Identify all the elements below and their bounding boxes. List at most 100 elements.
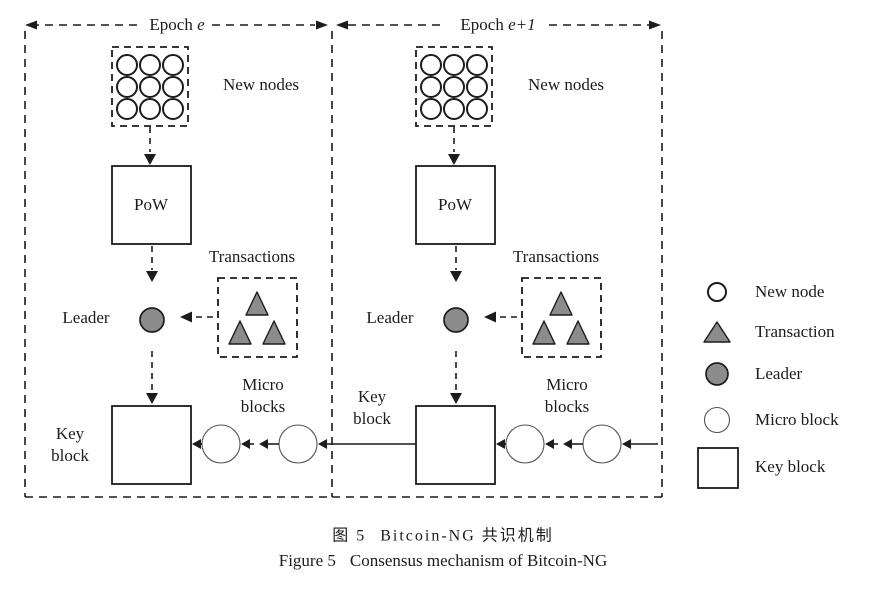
transactions-box-e [217, 277, 298, 358]
new-nodes-grid-e [116, 54, 184, 120]
micro-block-icon [278, 424, 318, 464]
new-node-icon [707, 282, 727, 302]
new-nodes-box-e1 [415, 46, 493, 127]
arrowhead-left-icon [622, 439, 631, 449]
transaction-icon [703, 321, 731, 343]
arrowhead-left-icon [496, 439, 505, 449]
pow-box-e1 [415, 165, 496, 245]
caption-en: Figure 5 Consensus mechanism of Bitcoin-N… [279, 550, 607, 572]
new-node-icon [162, 54, 184, 76]
caption-zh-text: Bitcoin-NG 共识机制 [380, 527, 554, 545]
epoch-borders [24, 31, 663, 498]
key-block-icon [697, 447, 739, 489]
new-node-icon [420, 54, 442, 76]
epoch-e1-label: Epoch e+1 [460, 14, 535, 36]
arrowhead-left-icon [545, 439, 554, 449]
caption-zh-prefix: 图 5 [332, 527, 367, 545]
new-node-icon [466, 76, 488, 98]
new-node-icon [466, 54, 488, 76]
new-node-icon [139, 54, 161, 76]
arrowhead-down-icon [146, 271, 158, 282]
leader-icon [705, 362, 729, 386]
caption-en-prefix: Figure 5 [278, 550, 336, 570]
chain-arrowheads-e1 [496, 439, 631, 449]
arrowhead-left-icon [241, 439, 250, 449]
transactions-e1 [532, 291, 590, 345]
new-node-icon [443, 98, 465, 120]
micro-block-icon [201, 424, 241, 464]
legend-label-new-node: New node [755, 281, 825, 301]
new-node-icon [420, 76, 442, 98]
arrowhead-down-icon [450, 393, 462, 404]
legend-label-transaction: Transaction [755, 321, 835, 341]
new-nodes-box-e [111, 46, 189, 127]
pow-label: PoW [134, 194, 168, 214]
caption-zh: 图 5 Bitcoin-NG 共识机制 [332, 527, 554, 548]
arrowhead-left-icon [563, 439, 572, 449]
transaction-icon [566, 320, 590, 345]
new-node-icon [466, 98, 488, 120]
arrowhead-left-icon [180, 311, 192, 323]
leader-label: Leader [366, 307, 414, 327]
leader-label: Leader [62, 307, 110, 327]
new-node-icon [139, 98, 161, 120]
transactions-e [228, 291, 286, 345]
new-node-icon [162, 76, 184, 98]
transaction-icon [532, 320, 556, 345]
transactions-box-e1 [521, 277, 602, 358]
new-nodes-grid-e1 [420, 54, 488, 120]
arrowhead-left-icon [192, 439, 201, 449]
arrowhead-right-icon [316, 20, 328, 30]
transaction-icon [549, 291, 573, 316]
chain-arrowheads-e [192, 439, 327, 449]
transaction-icon [262, 320, 286, 345]
micro-blocks-label: Micro blocks [240, 374, 286, 416]
transaction-icon [228, 320, 252, 345]
transactions-label: Transactions [512, 246, 600, 266]
epoch-e-label: Epoch e [149, 14, 204, 36]
new-nodes-label: New nodes [222, 74, 300, 94]
arrowhead-left-icon [318, 439, 327, 449]
transaction-icon [245, 291, 269, 316]
epoch-e-label-var: e [197, 14, 205, 34]
arrowhead-left-icon [484, 311, 496, 323]
transactions-label: Transactions [208, 246, 296, 266]
micro-block-icon [505, 424, 545, 464]
arrowhead-left-icon [336, 20, 348, 30]
arrowhead-right-icon [649, 20, 661, 30]
pow-box-e [111, 165, 192, 245]
new-node-icon [443, 76, 465, 98]
leader-icon [443, 307, 469, 333]
new-node-icon [420, 98, 442, 120]
arrowhead-down-icon [448, 154, 460, 165]
new-node-icon [116, 76, 138, 98]
key-block-label: Key block [353, 386, 391, 428]
epoch-e1-label-var: e+1 [508, 14, 536, 34]
arrowhead-left-icon [25, 20, 37, 30]
micro-block-icon [582, 424, 622, 464]
legend-label-key-block: Key block [755, 456, 826, 476]
arrowhead-down-icon [146, 393, 158, 404]
new-node-icon [443, 54, 465, 76]
legend-label-leader: Leader [755, 363, 803, 383]
epoch-e-label-prefix: Epoch [149, 14, 193, 34]
new-node-icon [116, 98, 138, 120]
key-block-label: Key block [51, 423, 89, 465]
epoch-e1-label-prefix: Epoch [460, 14, 504, 34]
leader-icon [139, 307, 165, 333]
new-node-icon [139, 76, 161, 98]
new-node-icon [162, 98, 184, 120]
pow-label: PoW [438, 194, 472, 214]
micro-block-icon [703, 406, 731, 434]
arrowhead-down-icon [144, 154, 156, 165]
arrowhead-left-icon [259, 439, 268, 449]
caption-en-text: Consensus mechanism of Bitcoin-NG [349, 550, 608, 570]
arrowhead-down-icon [450, 271, 462, 282]
epoch-span-arrowheads [25, 20, 661, 30]
new-node-icon [116, 54, 138, 76]
legend-label-micro-block: Micro block [755, 409, 839, 429]
micro-blocks-label: Micro blocks [544, 374, 590, 416]
new-nodes-label: New nodes [527, 74, 605, 94]
